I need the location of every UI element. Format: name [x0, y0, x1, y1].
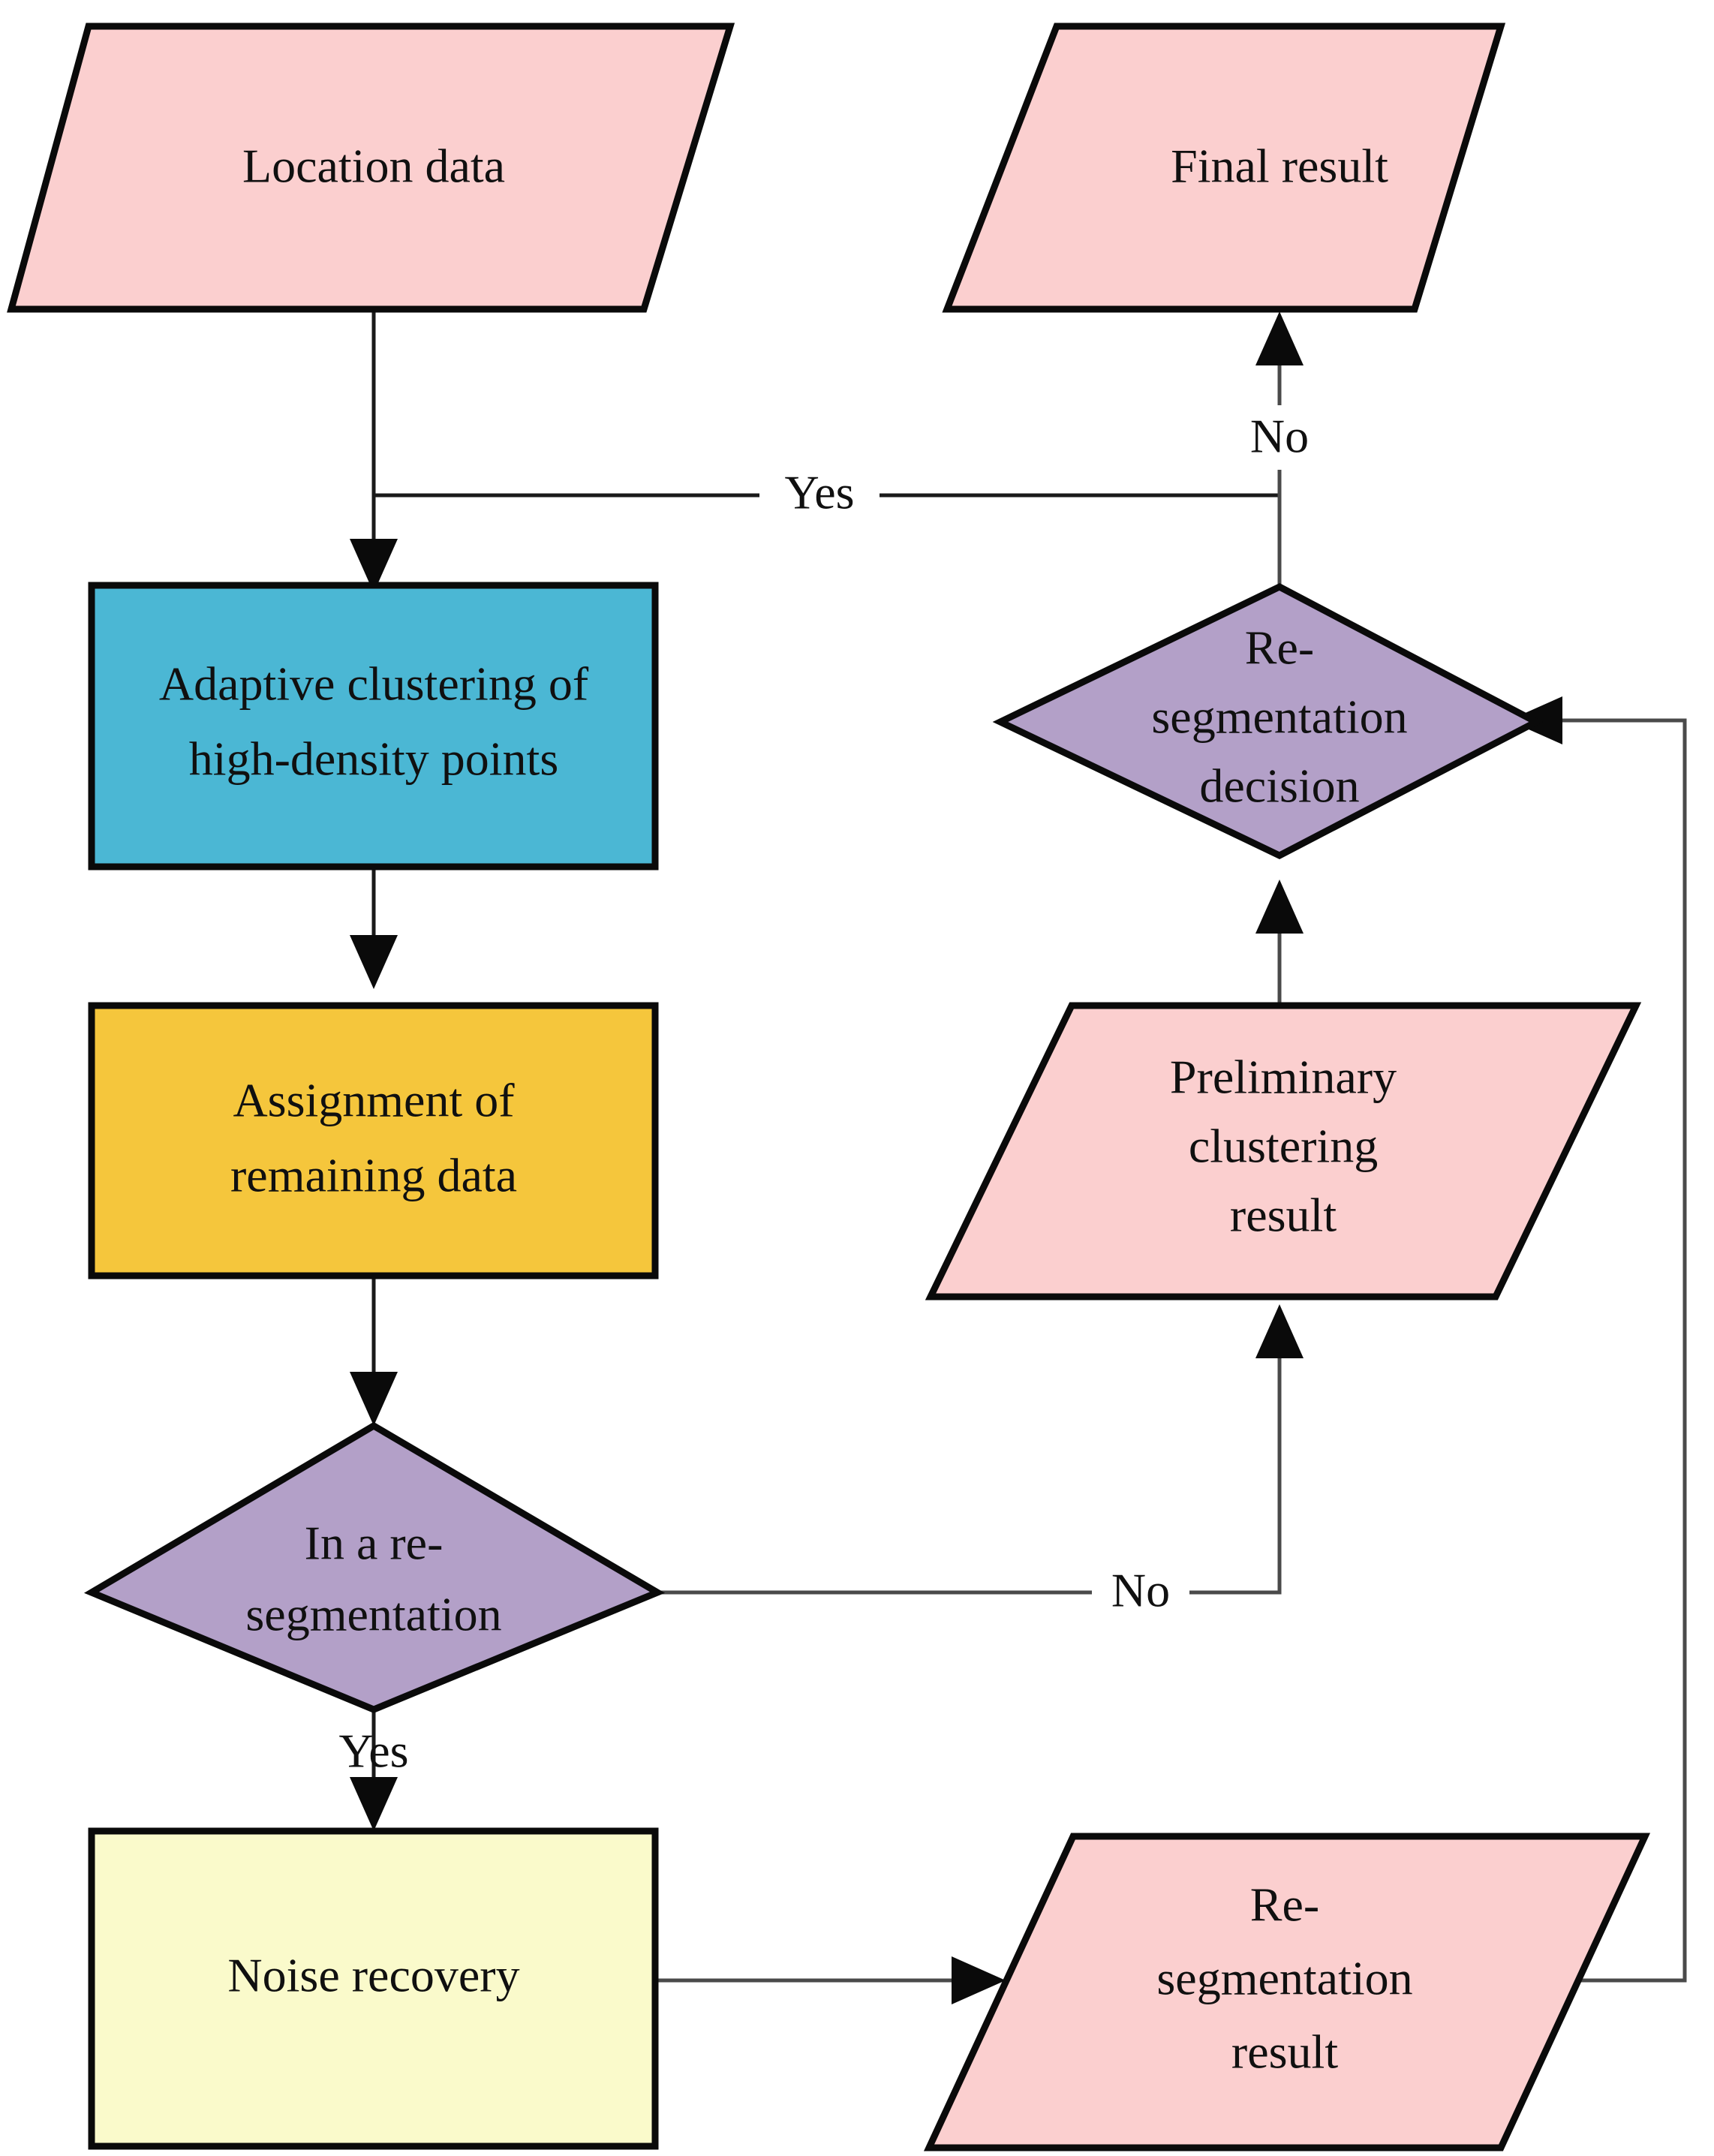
resegmentation-decision-shape[interactable]	[992, 582, 1544, 860]
edge-inresegmentation-yes-to-noise: Yes	[338, 1709, 409, 1831]
edge-inresegmentation-no-to-preliminary: No	[357, 1304, 1304, 1625]
node-in-a-resegmentation[interactable]: In a re- segmentation	[83, 1421, 666, 1713]
node-adaptive-clustering[interactable]: Adaptive clustering of high-density poin…	[88, 582, 659, 871]
resegmentation-decision-label-line3: decision	[1199, 759, 1359, 813]
preliminary-clustering-result-shape[interactable]	[925, 1002, 1642, 1301]
resegmentation-result-label-line3: result	[1231, 2025, 1338, 2079]
final-result-shape[interactable]	[942, 23, 1506, 313]
node-noise-recovery[interactable]: Noise recovery	[88, 1827, 659, 2150]
edge-label-no-middle: No	[1111, 1564, 1170, 1617]
no-middle-label-backdrop	[1092, 1561, 1189, 1625]
in-a-resegmentation-label-line1: In a re-	[305, 1517, 444, 1570]
edge-assignment-to-inresegmentation	[350, 1276, 398, 1426]
in-a-resegmentation-shape[interactable]	[83, 1421, 666, 1713]
node-assignment-remaining[interactable]: Assignment of remaining data	[88, 1002, 659, 1279]
resegmentation-decision-label-line2: segmentation	[1151, 690, 1407, 744]
edge-label-yes-top: Yes	[784, 466, 854, 519]
assignment-remaining-label-line2: remaining data	[230, 1149, 517, 1202]
node-preliminary-clustering-result[interactable]: Preliminary clustering result	[925, 1002, 1642, 1301]
assignment-remaining-label-line1: Assignment of	[233, 1074, 515, 1127]
final-result-label: Final result	[1171, 140, 1388, 193]
node-final-result[interactable]: Final result	[942, 23, 1506, 313]
preliminary-clustering-result-label-line2: clustering	[1189, 1120, 1378, 1173]
resegmentation-result-label-line1: Re-	[1250, 1878, 1319, 1932]
location-data-shape[interactable]	[7, 23, 735, 313]
adaptive-clustering-shape[interactable]	[88, 582, 659, 871]
adaptive-clustering-label-line2: high-density points	[189, 732, 558, 786]
noise-recovery-label: Noise recovery	[227, 1949, 519, 2002]
edge-location-to-adaptive	[350, 309, 398, 593]
edge-resegdecision-yes-to-adaptive: Yes	[374, 465, 1279, 527]
resegmentation-result-label-line2: segmentation	[1156, 1952, 1412, 2005]
noise-recovery-shape[interactable]	[88, 1827, 659, 2150]
node-location-data[interactable]: Location data	[7, 23, 735, 313]
preliminary-clustering-result-label-line3: result	[1230, 1189, 1337, 1242]
node-resegmentation-decision[interactable]: Re- segmentation decision	[992, 582, 1544, 860]
resegmentation-result-shape[interactable]	[923, 1833, 1651, 2151]
preliminary-clustering-result-label-line1: Preliminary	[1170, 1051, 1397, 1104]
in-a-resegmentation-label-line2: segmentation	[245, 1588, 501, 1641]
yes-top-label-backdrop	[759, 465, 880, 527]
adaptive-clustering-label-line1: Adaptive clustering of	[159, 657, 589, 711]
no-top-label-backdrop	[1231, 405, 1328, 470]
edge-noise-to-resegresult	[655, 1956, 1006, 2004]
node-resegmentation-result[interactable]: Re- segmentation result	[923, 1833, 1651, 2151]
location-data-label: Location data	[242, 140, 505, 193]
edge-label-no-top: No	[1250, 410, 1309, 463]
edge-label-yes-bottom: Yes	[338, 1724, 408, 1778]
resegmentation-decision-label-line1: Re-	[1245, 621, 1314, 675]
assignment-remaining-shape[interactable]	[88, 1002, 659, 1279]
edge-resegdecision-no-to-final: No	[1231, 311, 1328, 587]
edge-adaptive-to-assignment	[350, 867, 398, 989]
